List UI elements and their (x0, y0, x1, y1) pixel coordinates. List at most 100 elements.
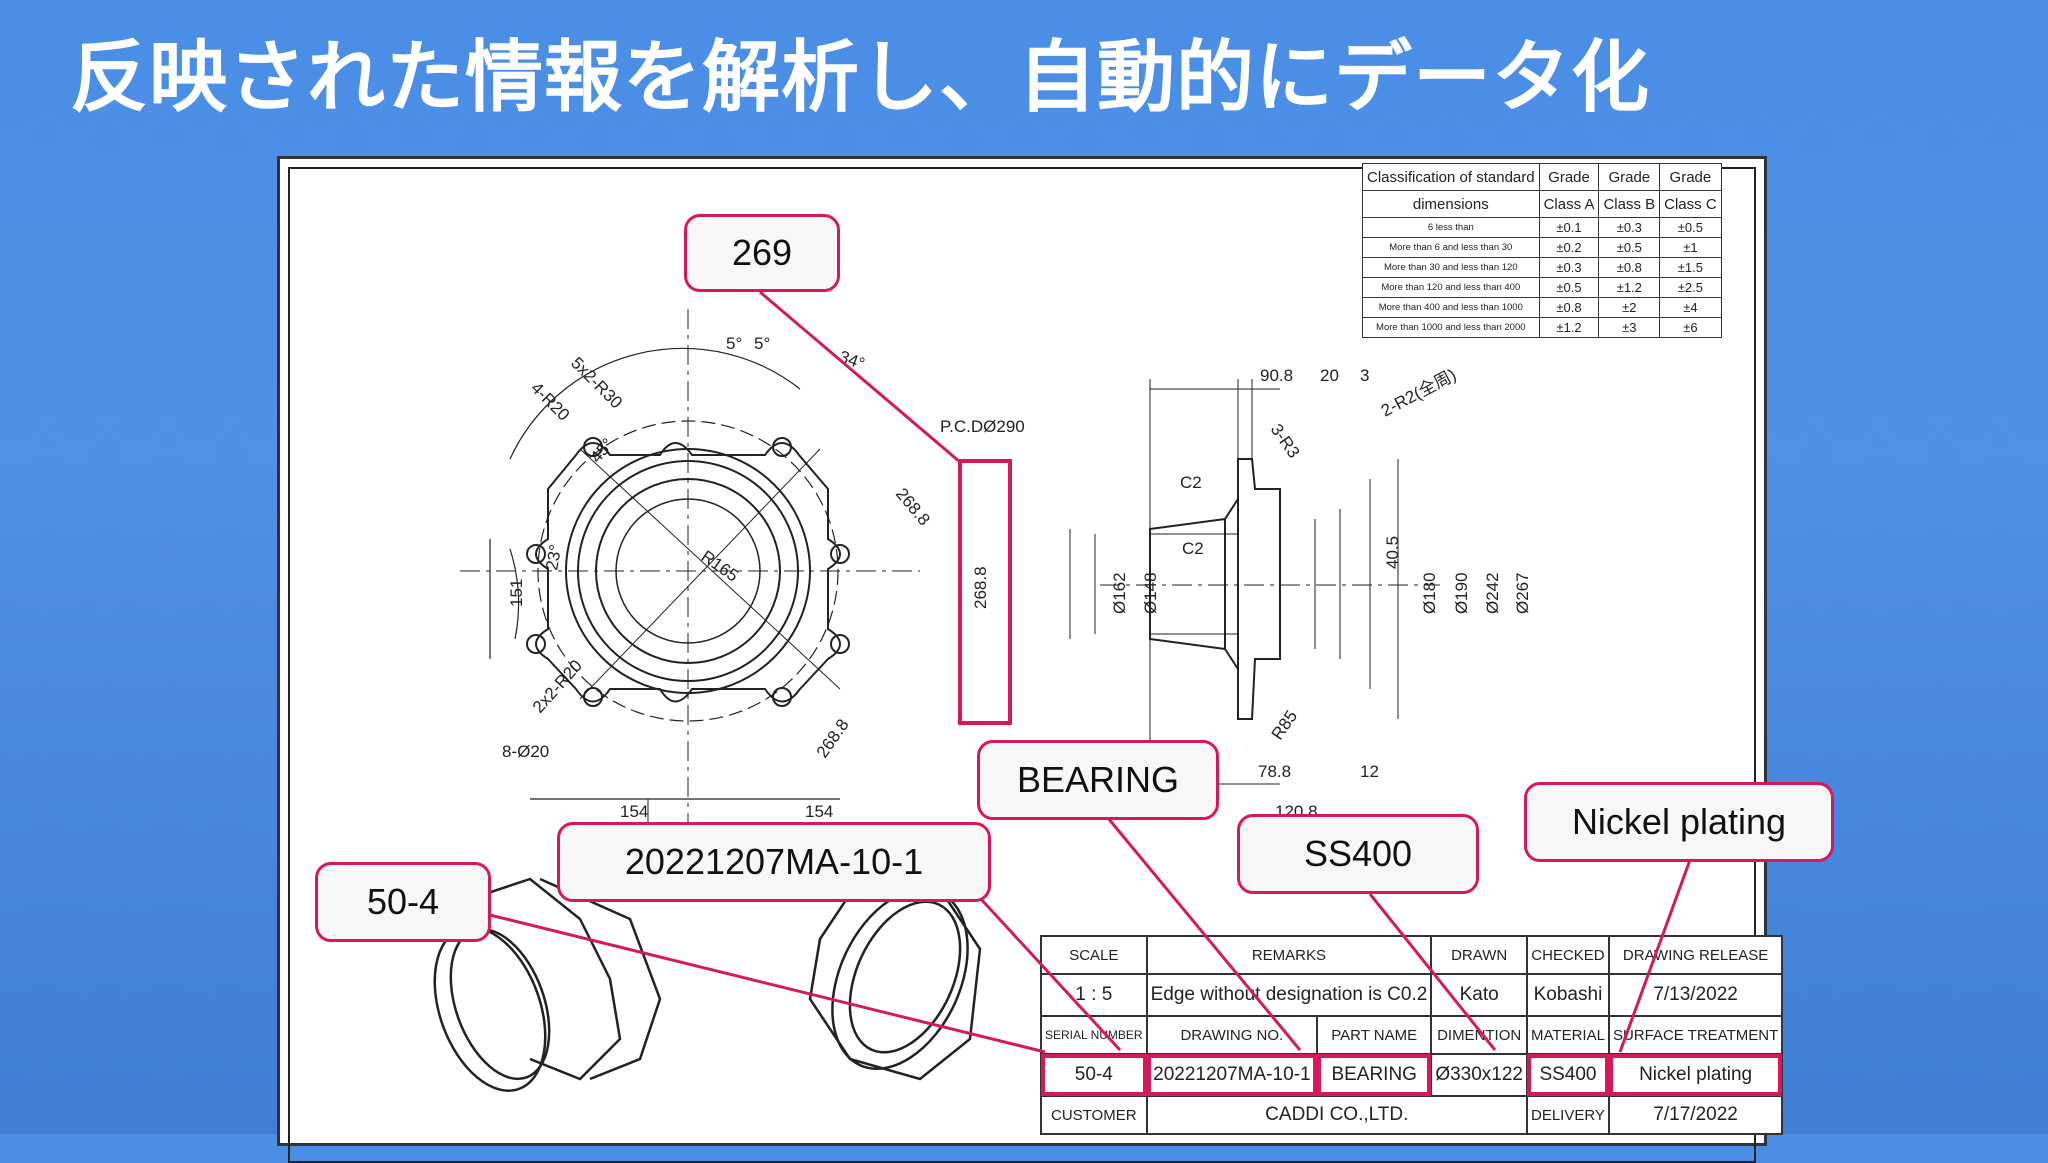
dim-8-o20: 8-Ø20 (502, 742, 549, 761)
dim-3-r3: 3-R3 (1267, 420, 1304, 461)
delivery-value: 7/17/2022 (1607, 1095, 1784, 1135)
dim-c2-b: C2 (1182, 539, 1204, 558)
tolerance-cell: More than 6 and less than 30 (1362, 237, 1540, 258)
tolerance-cell: More than 30 and less than 120 (1362, 257, 1540, 278)
tolerance-header-row: Classification of standard Grade Grade G… (1362, 163, 1722, 191)
title-block-value-row: 1 : 5 Edge without designation is C0.2 K… (1040, 973, 1784, 1017)
dim-r165: R165 (698, 547, 742, 586)
callout-drawing-no: 20221207MA-10-1 (557, 822, 991, 902)
scale-value: 1 : 5 (1040, 973, 1148, 1017)
surface-treatment-label: SURFACE TREATMENT (1607, 1015, 1784, 1055)
tolerance-cell: ±0.5 (1538, 277, 1600, 298)
tolerance-header-cell: Class C (1659, 190, 1722, 218)
dim-c2-a: C2 (1180, 473, 1202, 492)
dim-o242: Ø242 (1483, 572, 1502, 614)
dim-268-8-a: 268.8 (892, 484, 934, 529)
tolerance-cell: ±0.8 (1598, 257, 1661, 278)
engineering-drawing: 5x2-R30 5° 5° 34° 4-R20 45° P.C.DØ290 26… (277, 156, 1784, 1163)
dim-23deg: 23° (542, 543, 565, 572)
delivery-label: DELIVERY (1526, 1095, 1610, 1135)
remarks-label: REMARKS (1145, 935, 1433, 975)
dim-4-r20: 4-R20 (527, 378, 573, 424)
tolerance-row: More than 30 and less than 120 ±0.3 ±0.8… (1362, 257, 1722, 278)
dim-r85: R85 (1268, 707, 1301, 743)
tolerance-cell: ±6 (1659, 317, 1722, 338)
tolerance-cell: ±2 (1598, 297, 1661, 318)
dim-40-5: 40.5 (1383, 536, 1402, 569)
tolerance-cell: ±0.8 (1538, 297, 1600, 318)
callout-surface-treatment: Nickel plating (1524, 782, 1834, 862)
tolerance-row: More than 6 and less than 30 ±0.2 ±0.5 ±… (1362, 237, 1722, 258)
dimention-label: DIMENTION (1430, 1015, 1528, 1055)
tolerance-header-cell: dimensions (1362, 190, 1540, 218)
dim-20: 20 (1320, 366, 1339, 385)
tolerance-header-cell: Grade (1598, 163, 1661, 191)
tolerance-header-cell: Class B (1598, 190, 1661, 218)
part-name-value: BEARING (1316, 1053, 1433, 1097)
drawing-release-value: 7/13/2022 (1607, 973, 1784, 1017)
dim-12: 12 (1360, 762, 1379, 781)
dimension-highlight (958, 459, 1012, 725)
tolerance-row: More than 1000 and less than 2000 ±1.2 ±… (1362, 317, 1722, 338)
material-label: MATERIAL (1526, 1015, 1610, 1055)
tolerance-header-cell: Classification of standard (1362, 163, 1540, 191)
scale-label: SCALE (1040, 935, 1148, 975)
tolerance-row: 6 less than ±0.1 ±0.3 ±0.5 (1362, 217, 1722, 238)
dim-5deg-a: 5° (726, 334, 742, 353)
tolerance-header-cell: Grade (1538, 163, 1600, 191)
drawing-no-label: DRAWING NO. (1145, 1015, 1319, 1055)
tolerance-cell: ±0.2 (1538, 237, 1600, 258)
tolerance-cell: ±1 (1659, 237, 1722, 258)
dim-34deg: 34° (837, 347, 868, 374)
dim-o162: Ø162 (1110, 572, 1129, 614)
isometric-views (433, 877, 982, 1092)
checked-value: Kobashi (1526, 973, 1610, 1017)
dim-151: 151 (507, 579, 526, 607)
drawing-no-value: 20221207MA-10-1 (1145, 1053, 1319, 1097)
tolerance-header-cell: Class A (1538, 190, 1600, 218)
dim-o267: Ø267 (1513, 572, 1532, 614)
tolerance-cell: ±0.5 (1659, 217, 1722, 238)
drawing-artwork: 5x2-R30 5° 5° 34° 4-R20 45° P.C.DØ290 26… (433, 309, 1532, 1092)
tolerance-cell: ±0.1 (1538, 217, 1600, 238)
dim-5x2-r30: 5x2-R30 (567, 353, 626, 412)
part-name-label: PART NAME (1316, 1015, 1433, 1055)
checked-label: CHECKED (1526, 935, 1610, 975)
dim-268-8-b: 268.8 (813, 716, 853, 762)
customer-value: CADDI CO.,LTD. (1145, 1095, 1529, 1135)
tolerance-cell: ±1.5 (1659, 257, 1722, 278)
callout-material: SS400 (1237, 814, 1479, 894)
serial-value: 50-4 (1040, 1053, 1148, 1097)
dim-2x2-r20: 2x2-R20 (529, 656, 586, 716)
tolerance-cell: ±0.3 (1538, 257, 1600, 278)
dim-268-8-vertical: 268.8 (971, 566, 990, 609)
material-value: SS400 (1526, 1053, 1610, 1097)
callout-dimension: 269 (684, 214, 840, 292)
dim-154-a: 154 (620, 802, 648, 821)
dim-pcd: P.C.DØ290 (940, 417, 1025, 436)
tolerance-table: Classification of standard Grade Grade G… (1362, 163, 1722, 338)
tolerance-cell: ±1.2 (1538, 317, 1600, 338)
dim-o148: Ø148 (1141, 572, 1160, 614)
customer-label: CUSTOMER (1040, 1095, 1148, 1135)
drawn-label: DRAWN (1430, 935, 1528, 975)
surface-treatment-value: Nickel plating (1607, 1053, 1784, 1097)
title-block: SCALE REMARKS DRAWN CHECKED DRAWING RELE… (1040, 935, 1784, 1135)
tolerance-header-cell: Grade (1659, 163, 1722, 191)
tolerance-cell: More than 400 and less than 1000 (1362, 297, 1540, 318)
title-block-label-row: SERIAL NUMBER DRAWING NO. PART NAME DIME… (1040, 1015, 1784, 1055)
tolerance-cell: More than 120 and less than 400 (1362, 277, 1540, 298)
tolerance-cell: ±0.3 (1598, 217, 1661, 238)
slide-title: 反映された情報を解析し、自動的にデータ化 (70, 33, 1651, 123)
tolerance-header-row: dimensions Class A Class B Class C (1362, 190, 1722, 218)
dim-78-8: 78.8 (1258, 762, 1291, 781)
tolerance-cell: ±0.5 (1598, 237, 1661, 258)
callout-part-name: BEARING (977, 740, 1219, 820)
remarks-value: Edge without designation is C0.2 (1145, 973, 1433, 1017)
dim-154-b: 154 (805, 802, 833, 821)
dim-5deg-b: 5° (754, 334, 770, 353)
callout-serial: 50-4 (315, 862, 491, 942)
title-block-label-row: SCALE REMARKS DRAWN CHECKED DRAWING RELE… (1040, 935, 1784, 975)
tolerance-row: More than 400 and less than 1000 ±0.8 ±2… (1362, 297, 1722, 318)
tolerance-cell: 6 less than (1362, 217, 1540, 238)
